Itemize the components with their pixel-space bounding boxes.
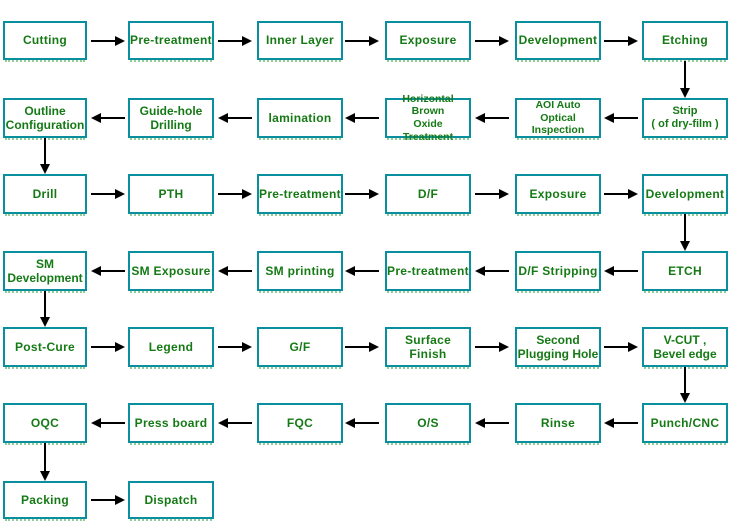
flow-node-horizontal-brown-oxide-treatment: Horizontal Brown Oxide Treatment <box>385 93 471 143</box>
flow-arrow-right <box>218 36 252 46</box>
flow-arrow-down <box>680 214 690 251</box>
flow-arrow-right <box>91 342 125 352</box>
flow-arrow-left <box>475 113 509 123</box>
flow-node-d-f-stripping: D/F Stripping <box>515 251 601 293</box>
flow-node-lamination: lamination <box>257 98 343 140</box>
flow-node-o-s: O/S <box>385 403 471 445</box>
flow-arrow-left <box>475 266 509 276</box>
flow-arrow-down <box>680 61 690 98</box>
flow-arrow-left <box>475 418 509 428</box>
flow-arrow-left <box>345 266 379 276</box>
flow-arrow-left <box>218 418 252 428</box>
flow-node-sm-development: SM Development <box>3 251 87 293</box>
flow-node-pre-treatment-3: Pre-treatment <box>385 251 471 293</box>
flow-node-etching: Etching <box>642 21 728 62</box>
flow-arrow-left <box>604 418 638 428</box>
flow-arrow-down <box>680 367 690 403</box>
flow-arrow-right <box>345 189 379 199</box>
flow-arrow-right <box>218 342 252 352</box>
flow-node-punch-cnc: Punch/CNC <box>642 403 728 445</box>
flow-arrow-right <box>604 36 638 46</box>
flow-node-fqc: FQC <box>257 403 343 445</box>
flow-node-post-cure: Post-Cure <box>3 327 87 369</box>
flow-arrow-left <box>218 113 252 123</box>
flow-node-rinse: Rinse <box>515 403 601 445</box>
flow-arrow-right <box>604 189 638 199</box>
flow-arrow-left <box>604 266 638 276</box>
flow-arrow-down <box>40 138 50 174</box>
flow-node-sm-exposure: SM Exposure <box>128 251 214 293</box>
flow-node-development-1: Development <box>515 21 601 62</box>
flow-arrow-right <box>91 189 125 199</box>
flow-node-pth: PTH <box>128 174 214 216</box>
flow-node-pre-treatment-1: Pre-treatment <box>128 21 214 62</box>
flow-arrow-right <box>475 36 509 46</box>
flow-arrow-left <box>345 113 379 123</box>
flow-node-sm-printing: SM printing <box>257 251 343 293</box>
flow-arrow-left <box>345 418 379 428</box>
flow-arrow-right <box>475 342 509 352</box>
flow-node-cutting: Cutting <box>3 21 87 62</box>
flow-arrow-right <box>475 189 509 199</box>
flow-node-d-f: D/F <box>385 174 471 216</box>
flow-node-dispatch: Dispatch <box>128 481 214 521</box>
flow-arrow-left <box>91 418 125 428</box>
flow-arrow-right <box>91 495 125 505</box>
flow-node-guide-hole-drilling: Guide-hole Drilling <box>128 98 214 140</box>
flow-node-exposure-2: Exposure <box>515 174 601 216</box>
flow-node-exposure-1: Exposure <box>385 21 471 62</box>
flow-node-development-2: Development <box>642 174 728 216</box>
flow-node-legend: Legend <box>128 327 214 369</box>
flow-node-packing: Packing <box>3 481 87 521</box>
flow-arrow-left <box>91 266 125 276</box>
flow-arrow-right <box>345 342 379 352</box>
flow-node-drill: Drill <box>3 174 87 216</box>
flow-node-inner-layer: Inner Layer <box>257 21 343 62</box>
flow-node-v-cut-bevel-edge: V-CUT , Bevel edge <box>642 327 728 369</box>
flow-node-press-board: Press board <box>128 403 214 445</box>
flow-arrow-down <box>40 443 50 481</box>
flow-node-g-f: G/F <box>257 327 343 369</box>
flow-arrow-left <box>91 113 125 123</box>
flow-node-strip-of-dry-film: Strip ( of dry-film ) <box>642 98 728 140</box>
flow-node-outline-configuration: Outline Configuration <box>3 98 87 140</box>
flow-arrow-left <box>604 113 638 123</box>
flow-node-aoi-auto-optical-inspection: AOI Auto Optical Inspection <box>515 98 601 140</box>
flow-arrow-right <box>218 189 252 199</box>
flow-node-pre-treatment-2: Pre-treatment <box>257 174 343 216</box>
flow-arrow-left <box>218 266 252 276</box>
flow-arrow-right <box>91 36 125 46</box>
flow-arrow-right <box>604 342 638 352</box>
flow-arrow-right <box>345 36 379 46</box>
flow-arrow-down <box>40 291 50 327</box>
flow-node-surface-finish: Surface Finish <box>385 327 471 369</box>
flow-node-second-plugging-hole: Second Plugging Hole <box>515 327 601 369</box>
flow-node-oqc: OQC <box>3 403 87 445</box>
flow-node-etch: ETCH <box>642 251 728 293</box>
